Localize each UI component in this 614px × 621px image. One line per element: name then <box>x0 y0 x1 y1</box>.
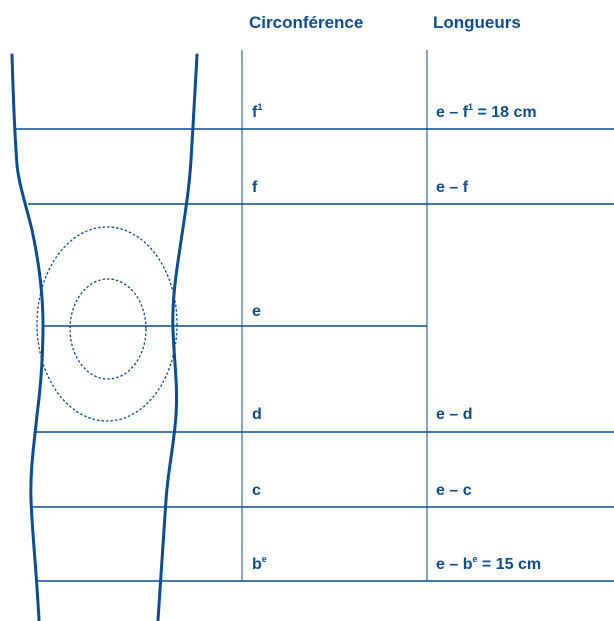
leg-right-contour <box>156 53 199 621</box>
length-superscript: 1 <box>468 102 473 112</box>
header-circumference: Circonférence <box>249 13 363 32</box>
length-superscript: e <box>472 554 477 564</box>
circumference-label-e: e <box>252 303 261 320</box>
length-segment: e – b <box>436 556 473 573</box>
circumference-label-f: f <box>252 179 258 196</box>
length-label-e-b: e – be = 15 cm <box>436 554 541 573</box>
circumference-superscript: 1 <box>257 102 262 112</box>
length-label-e-f1: e – f1 = 18 cm <box>436 102 537 121</box>
circumference-letter: b <box>252 556 262 573</box>
circumference-label-c: c <box>252 482 261 499</box>
length-label-e-c: e – c <box>436 482 472 499</box>
circumference-letter: f <box>252 104 258 121</box>
circumference-label-d: d <box>252 406 262 423</box>
measurement-lines <box>14 128 614 582</box>
knee-outer-outline <box>36 226 178 422</box>
leg-left-contour <box>10 53 45 621</box>
length-value: = 15 cm <box>477 556 541 573</box>
circumference-superscript: e <box>262 554 267 564</box>
length-value: = 18 cm <box>473 104 537 121</box>
length-label-e-f: e – f <box>436 179 469 196</box>
circumference-label-f1: f1 <box>252 102 262 121</box>
circumference-label-b: be <box>252 554 267 573</box>
kneecap-outline <box>69 278 147 380</box>
header-lengths: Longueurs <box>433 13 521 32</box>
length-segment: e – f <box>436 104 469 121</box>
leg-outline <box>10 53 199 621</box>
length-label-e-d: e – d <box>436 406 472 423</box>
